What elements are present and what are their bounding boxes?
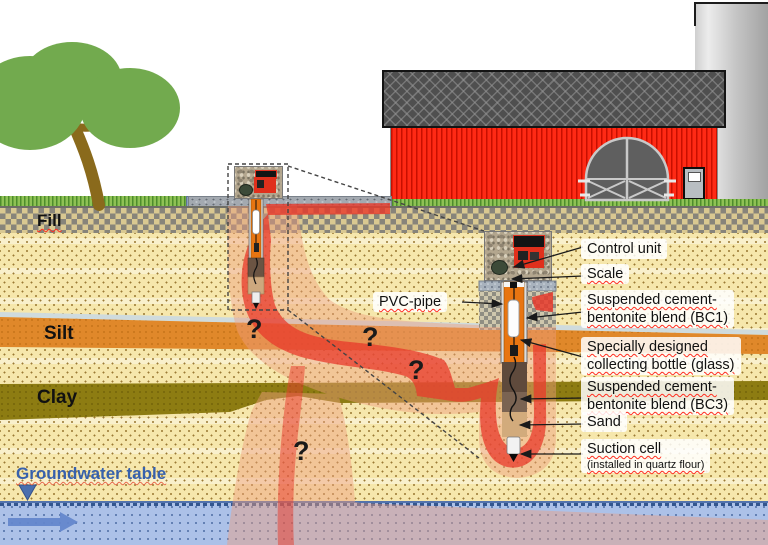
groundwater-layer [0,501,768,545]
detail-well [500,281,528,462]
arrow-scale [510,274,584,284]
suction-cell-label: Suction cell (installed in quartz flour) [581,439,711,473]
question-mark: ? [362,322,379,352]
arrow-bc1 [525,311,584,322]
groundwater-flow-arrow [8,512,78,532]
silo-edge [694,2,696,26]
arrow-bottle [519,338,584,358]
fill-layer-label: Fill [37,211,62,230]
grass-strip-right [384,199,768,206]
control-unit-case [254,177,276,193]
silt-layer-label: Silt [44,323,74,344]
scale-label: Scale [581,264,630,284]
collecting-bottle-label: Specially designed collecting bottle (gl… [581,337,741,375]
wellhead-photo-small [234,166,283,199]
bc1-label: Suspended cement- bentonite blend (BC1) [581,290,735,328]
bc1-label-line1: Suspended cement- [587,292,717,308]
bc1-label-line2: bentonite blend (BC1) [587,310,729,326]
barn-small-door [683,167,705,200]
barn-arch-door [578,136,676,202]
tree-icon [0,42,180,211]
clay-layer-band [0,381,768,420]
groundwater-table-marker [18,484,37,502]
suction-label-line2: (installed in quartz flour) [587,459,705,471]
question-mark: ? [246,314,263,344]
bottle-label-line1: Specially designed [587,339,708,355]
arrow-control-unit [512,246,584,269]
silt-layer-band [0,317,768,354]
control-unit-screen [518,251,528,260]
control-unit-label: Control unit [581,239,668,259]
zoom-callout [227,163,485,459]
label-arrows [461,246,584,459]
arrow-pvc-pipe [461,298,504,309]
bc3-label-line1: Suspended cement- [587,379,717,395]
silt-top-line [0,312,768,335]
arrow-sand [518,420,584,430]
question-mark: ? [293,436,310,466]
bottle-label-line2: collecting bottle (glass) [587,357,735,373]
pvc-pipe-label: PVC-pipe [373,292,448,312]
monitoring-well [247,198,265,309]
clay-layer-label: Clay [37,387,78,408]
control-unit-device [530,252,539,260]
detail-surface-plume-wedge [532,292,553,312]
arrow-bc3 [519,394,584,404]
field-scale [491,260,508,275]
field-scale [239,184,253,196]
red-plume [241,203,547,545]
bc3-label-line2: bentonite blend (BC3) [587,397,729,413]
groundwater-table-label: Groundwater table [16,464,167,483]
water-table-dotline [0,503,768,506]
control-unit-screen [257,180,264,188]
door-window [688,172,701,182]
bc3-label: Suspended cement- bentonite blend (BC3) [581,377,735,415]
sand-label: Sand [581,412,627,432]
suction-label-line1: Suction cell [587,441,662,457]
question-mark: ? [408,355,425,385]
barn-roof [382,70,726,128]
